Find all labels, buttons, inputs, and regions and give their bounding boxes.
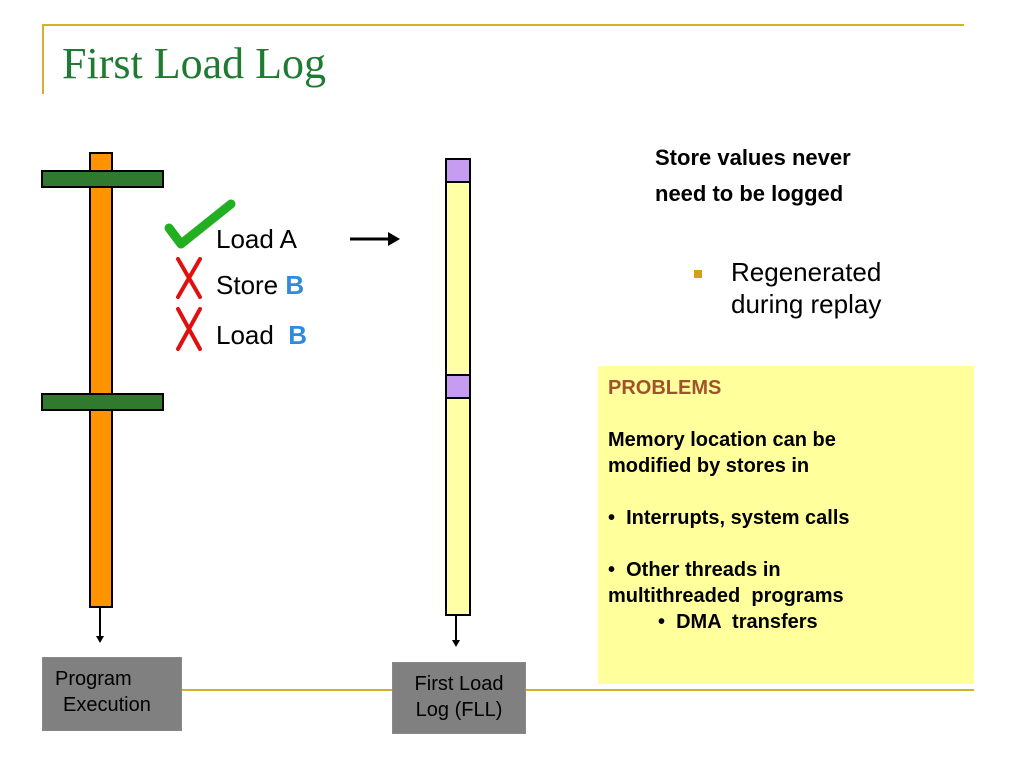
fll-arrow-shaft — [455, 614, 457, 640]
operation-load-a-label: Load A — [216, 224, 297, 254]
frame-left-line — [42, 24, 44, 94]
operation-store-label: Store — [216, 270, 286, 300]
operation-load-b: Load B — [216, 320, 307, 351]
fll-log-entry — [445, 374, 471, 399]
fll-caption-line2: Log (FLL) — [415, 699, 503, 721]
program-execution-caption: Program Execution — [42, 657, 182, 731]
bullet-square-icon — [694, 270, 702, 278]
store-note-line2: need to be logged — [655, 181, 844, 206]
fll-caption: First Load Log (FLL) — [392, 662, 526, 734]
frame-top-line — [42, 24, 964, 26]
operation-load-label: Load — [216, 320, 289, 350]
store-note: Store values never need to be logged — [655, 140, 851, 212]
operation-load-a: Load A — [216, 224, 297, 255]
problems-heading: PROBLEMS — [608, 377, 722, 399]
log-arrow-icon — [350, 232, 400, 246]
problems-box: PROBLEMS Memory location can be modified… — [598, 366, 974, 684]
regenerated-line1: Regenerated — [731, 257, 882, 287]
fll-caption-line1: First Load — [414, 673, 504, 695]
program-arrow-head-icon — [96, 636, 104, 643]
regenerated-line2: during replay — [731, 289, 882, 319]
problem-interrupts: • Interrupts, system calls — [608, 507, 850, 529]
cross-icon — [176, 257, 202, 299]
problems-intro-line1: Memory location can be — [608, 429, 836, 451]
sync-point-top — [41, 170, 164, 188]
check-icon — [164, 199, 236, 249]
regenerated-bullet: Regenerated during replay — [731, 256, 881, 320]
store-note-line1: Store values never — [655, 145, 851, 170]
cross-icon — [176, 307, 202, 351]
program-caption-line1: Program — [55, 668, 132, 690]
problem-threads-line1: • Other threads in — [608, 559, 781, 581]
fll-log-entry — [445, 158, 471, 183]
program-caption-line2: Execution — [63, 694, 151, 716]
program-arrow-shaft — [99, 608, 101, 636]
operation-store-b: Store B — [216, 270, 304, 301]
fll-arrow-head-icon — [452, 640, 460, 647]
problems-intro-line2: modified by stores in — [608, 455, 810, 477]
problem-threads-line2: multithreaded programs — [608, 585, 844, 607]
program-execution-bar — [89, 152, 113, 608]
operation-store-b-variable: B — [285, 270, 305, 300]
sync-point-middle — [41, 393, 164, 411]
operation-load-b-variable: B — [288, 320, 308, 350]
problem-dma: • DMA transfers — [658, 611, 818, 633]
slide-title: First Load Log — [62, 39, 326, 88]
